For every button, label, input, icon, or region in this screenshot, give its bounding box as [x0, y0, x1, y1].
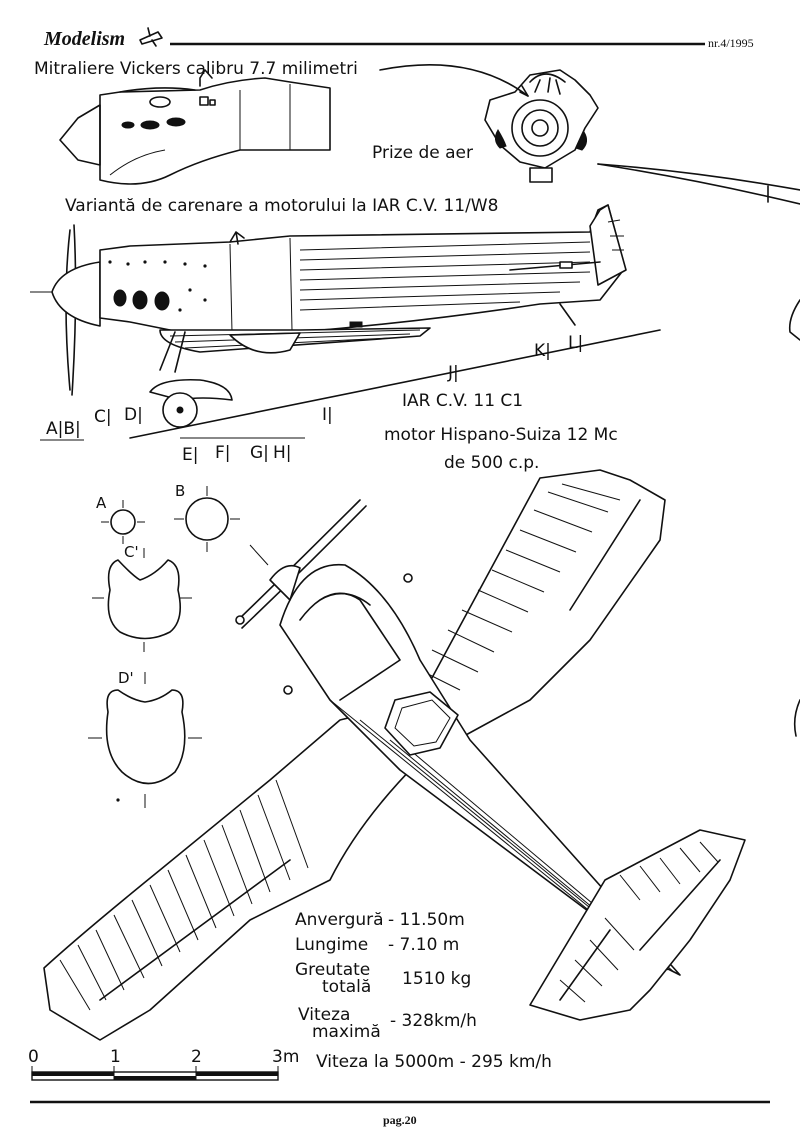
- mark-d: D|: [124, 405, 143, 425]
- mark-g: G|: [250, 443, 269, 463]
- scale-tick-1: 1: [110, 1047, 121, 1067]
- section-d-label: D': [118, 669, 134, 687]
- speed-label-1: Viteza: [298, 1005, 350, 1025]
- mark-j: J|: [447, 363, 459, 383]
- length-label: Lungime: [295, 935, 368, 955]
- length-value: - 7.10 m: [388, 935, 459, 955]
- scale-bar: 0 1 2 3m: [28, 1047, 299, 1081]
- mark-l: L|: [568, 333, 583, 353]
- scale-tick-2: 2: [191, 1047, 202, 1067]
- engine-label-line2: de 500 c.p.: [444, 453, 539, 473]
- span-value: - 11.50m: [388, 910, 465, 930]
- edge-fragment: [788, 299, 800, 341]
- section-c-label: C': [124, 543, 139, 561]
- page-number: pag.20: [383, 1113, 417, 1127]
- weight-label-2: totală: [322, 977, 371, 997]
- nose-detail-view: [59, 69, 331, 185]
- side-view: [30, 204, 661, 439]
- logo-plane-icon: [139, 27, 163, 47]
- wing-edge-fragment: [597, 163, 800, 205]
- variant-label: Variantă de carenare a motorului la IAR …: [65, 196, 498, 216]
- model-label: IAR C.V. 11 C1: [402, 391, 523, 411]
- engine-label-line1: motor Hispano-Suiza 12 Mc: [384, 425, 618, 445]
- mark-c: C|: [94, 407, 112, 427]
- header: Modelism nr.4/1995: [43, 27, 754, 50]
- front-view-intakes: [379, 63, 599, 183]
- mark-k: K|: [534, 341, 551, 361]
- weight-label-1: Greutate: [295, 960, 370, 980]
- issue-number: nr.4/1995: [708, 36, 754, 50]
- weight-value: 1510 kg: [402, 969, 471, 989]
- speed-at-altitude: Viteza la 5000m - 295 km/h: [316, 1052, 552, 1072]
- guns-label: Mitraliere Vickers calibru 7.7 milimetri: [34, 59, 358, 79]
- section-a-label: A: [96, 494, 107, 512]
- magazine-logo: Modelism: [43, 28, 125, 50]
- edge-fragment-2: [793, 699, 800, 737]
- side-view-section-marks: A|B| C| D| E| F| G| H| I| J| K| L|: [40, 333, 583, 465]
- mark-ab: A|B|: [46, 419, 81, 439]
- scale-tick-3: 3m: [272, 1047, 299, 1067]
- mark-f: F|: [215, 443, 231, 463]
- span-label: Anvergură: [295, 910, 384, 930]
- mark-h: H|: [273, 443, 292, 463]
- speed-value: - 328km/h: [390, 1011, 477, 1031]
- plan-view: [43, 469, 746, 1041]
- mark-e: E|: [182, 445, 198, 465]
- section-b-label: B: [175, 482, 185, 500]
- speed-label-2: maximă: [312, 1022, 381, 1042]
- specifications: Anvergură - 11.50m Lungime - 7.10 m Greu…: [295, 910, 552, 1072]
- cross-sections: A B C' D': [88, 482, 240, 808]
- intakes-label: Prize de aer: [372, 143, 473, 163]
- scale-tick-0: 0: [28, 1047, 39, 1067]
- mark-i: I|: [322, 405, 333, 425]
